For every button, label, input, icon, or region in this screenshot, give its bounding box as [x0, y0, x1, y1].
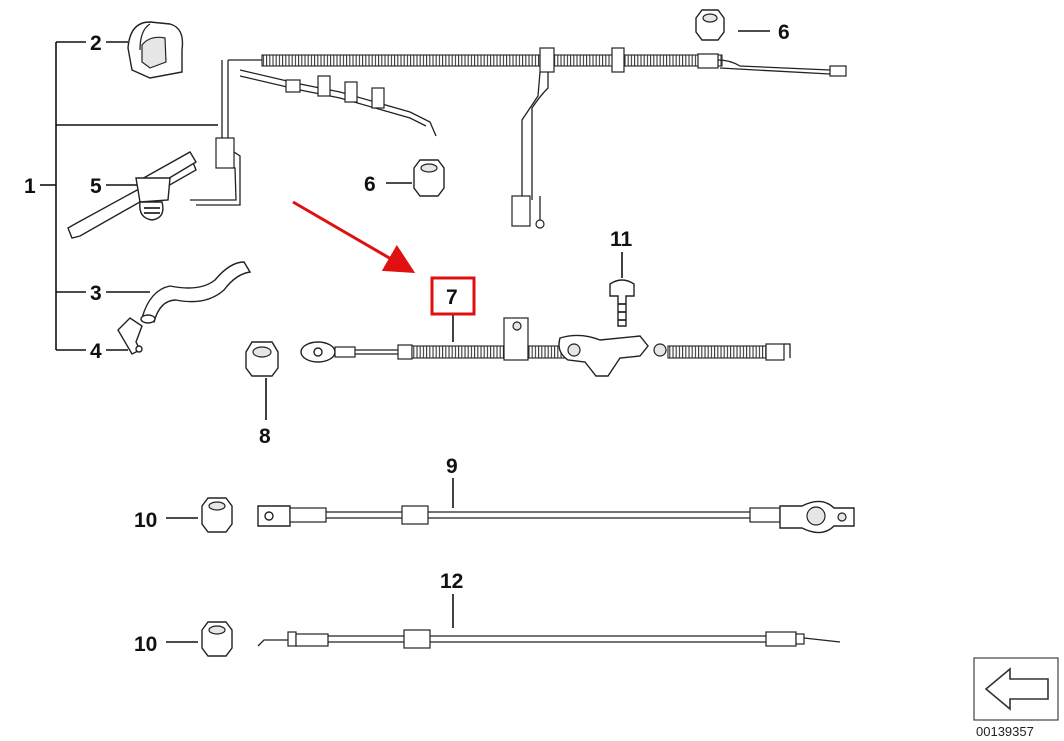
part-6-nut-top[interactable] — [695, 9, 770, 41]
part-12-cable[interactable] — [257, 594, 841, 649]
part-6-nut-middle[interactable] — [386, 159, 445, 197]
callout-10-lower[interactable]: 10 — [134, 633, 157, 656]
callout-1[interactable]: 1 — [24, 175, 36, 198]
part-11-bolt[interactable] — [609, 252, 635, 327]
part-8-nut[interactable] — [245, 341, 279, 420]
part-9-cable[interactable] — [257, 478, 855, 534]
part-7-cable[interactable] — [300, 314, 791, 377]
callout-7[interactable]: 7 — [446, 286, 458, 309]
part-5-cable-clip[interactable] — [67, 151, 197, 239]
part-3-hose[interactable] — [106, 261, 252, 324]
callout-10-upper[interactable]: 10 — [134, 509, 157, 532]
callout-6-middle[interactable]: 6 — [364, 173, 376, 196]
callout-8[interactable]: 8 — [259, 425, 271, 448]
callout-6-top[interactable]: 6 — [778, 21, 790, 44]
group-bracket-1 — [40, 41, 218, 351]
part-2-clip[interactable] — [106, 21, 184, 79]
callout-12[interactable]: 12 — [440, 570, 463, 593]
main-wiring-harness[interactable] — [190, 47, 847, 229]
highlight-arrow — [292, 200, 416, 274]
callout-4[interactable]: 4 — [90, 340, 102, 363]
callout-2[interactable]: 2 — [90, 32, 102, 55]
callout-11[interactable]: 11 — [610, 228, 633, 251]
callout-5[interactable]: 5 — [90, 175, 102, 198]
callout-3[interactable]: 3 — [90, 282, 102, 305]
diagram-code: 00139357 — [976, 724, 1034, 739]
part-4-elbow[interactable] — [106, 317, 143, 355]
highlight-box-7 — [430, 276, 476, 316]
part-10-nut-lower[interactable] — [166, 621, 233, 657]
part-10-nut-upper[interactable] — [166, 497, 233, 533]
callout-9[interactable]: 9 — [446, 455, 458, 478]
left-arrow-icon[interactable] — [973, 657, 1059, 721]
